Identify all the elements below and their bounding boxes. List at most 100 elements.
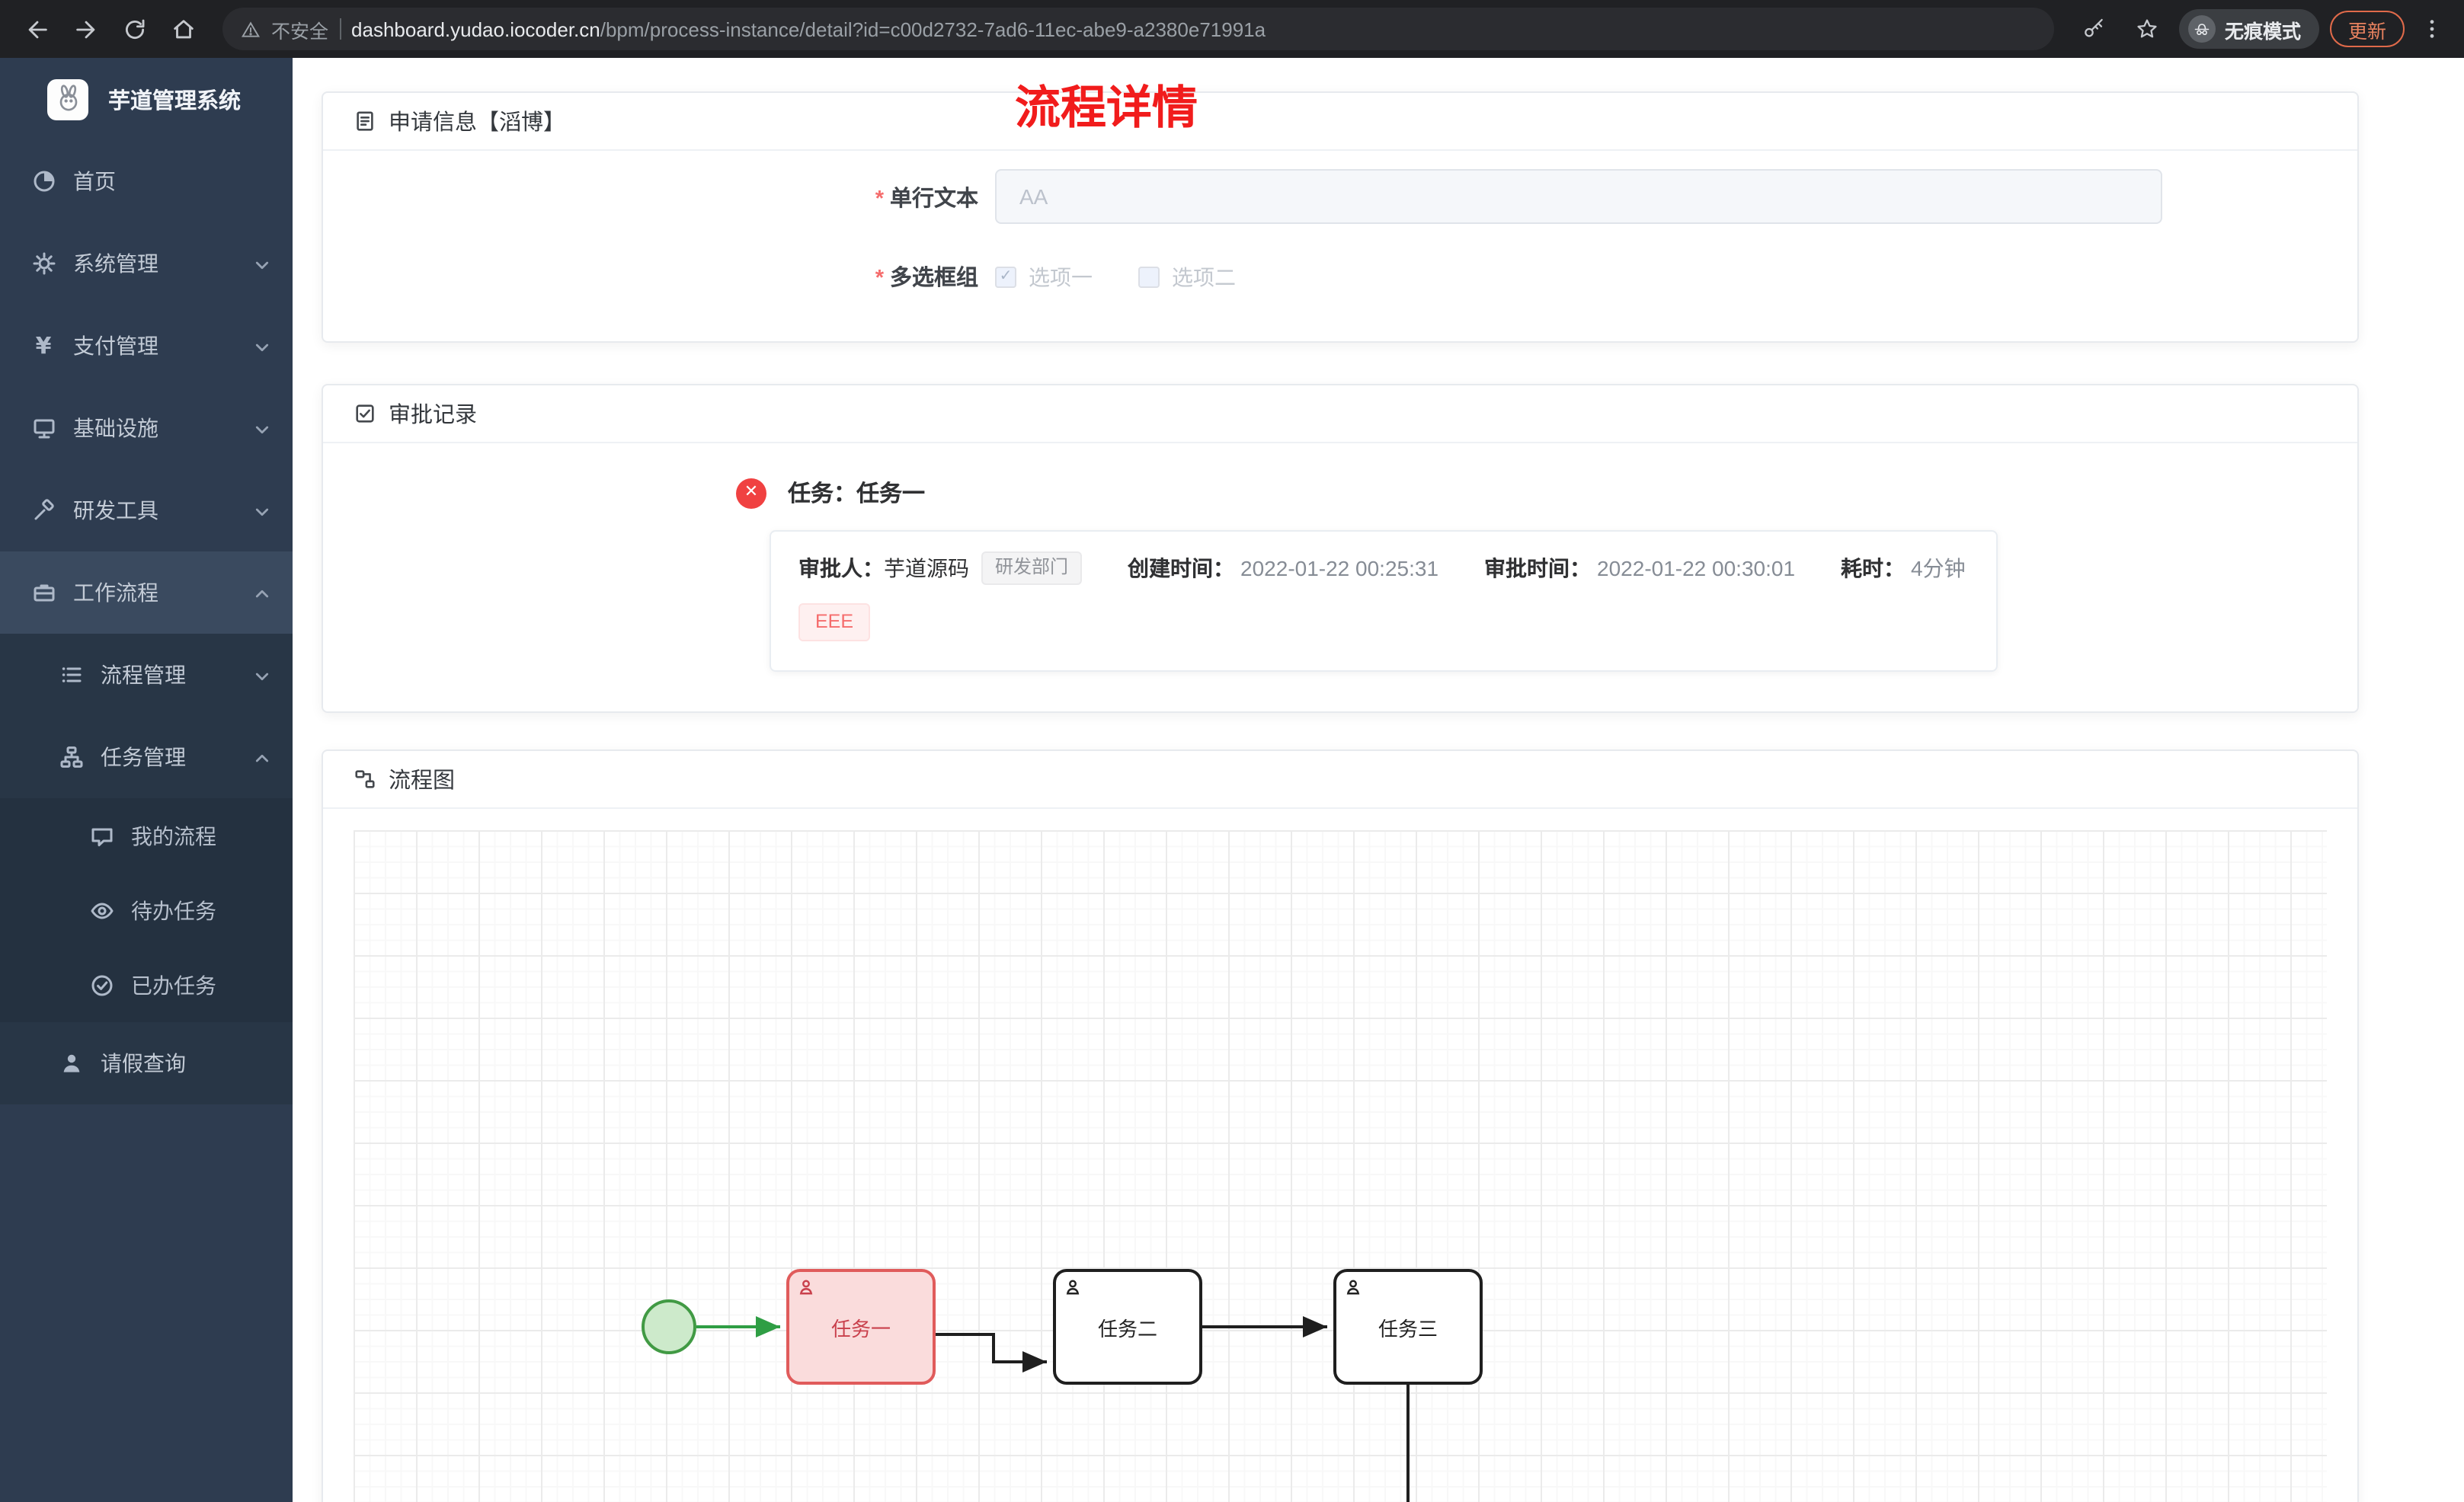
checkbox-option-2-label: 选项二 <box>1172 264 1236 289</box>
flowchart-icon <box>355 770 375 788</box>
chevron-up-icon <box>253 748 271 766</box>
gear-icon <box>30 251 56 276</box>
key-icon <box>2085 18 2103 37</box>
sidebar-item-label: 请假查询 <box>101 1051 186 1075</box>
chat-bubble-icon <box>88 823 114 848</box>
document-icon <box>357 111 373 131</box>
process-diagram-card-title: 流程图 <box>389 769 455 794</box>
sidebar-item-label: 已办任务 <box>131 973 216 997</box>
sidebar-item-label: 系统管理 <box>73 251 158 276</box>
app-logo-icon <box>47 78 88 120</box>
url-text: dashboard.yudao.iocoder.cn/bpm/process-i… <box>351 18 1266 40</box>
monitor-icon <box>30 415 56 441</box>
briefcase-icon <box>30 580 56 606</box>
sidebar-item-label: 首页 <box>73 169 116 193</box>
sidebar-item-todo-tasks[interactable]: 待办任务 <box>0 873 293 948</box>
page-title: 流程详情 <box>1015 84 1198 134</box>
incognito-label: 无痕模式 <box>2224 21 2301 42</box>
created-time-group: 创建时间： 2022-01-22 00:25:31 <box>1128 553 1438 583</box>
approval-detail-box: 审批人： 芋道源码 研发部门 创建时间： 2022-01-22 00:25:31… <box>770 530 1998 672</box>
task-node-2[interactable]: 任务二 <box>1053 1269 1202 1385</box>
bookmark-star-button[interactable] <box>2126 8 2168 50</box>
password-key-button[interactable] <box>2072 8 2115 50</box>
sidebar-item-infrastructure[interactable]: 基础设施 <box>0 387 293 469</box>
check-circle-icon <box>88 972 114 998</box>
user-task-icon <box>1344 1278 1362 1296</box>
record-check-icon <box>356 404 374 423</box>
bpmn-canvas[interactable]: 任务一 任务二 任务三 <box>354 830 2327 1502</box>
sidebar-item-workflow[interactable]: 工作流程 <box>0 551 293 634</box>
sidebar-item-label: 支付管理 <box>73 334 158 358</box>
duration-label: 耗时： <box>1841 555 1906 580</box>
sidebar-item-my-processes[interactable]: 我的流程 <box>0 798 293 873</box>
reload-button[interactable] <box>113 8 155 50</box>
chevron-down-icon <box>253 666 271 684</box>
back-arrow-icon <box>27 20 46 38</box>
sidebar-item-dev-tools[interactable]: 研发工具 <box>0 469 293 551</box>
approval-records-card-header: 审批记录 <box>323 385 2357 443</box>
browser-update-button[interactable]: 更新 <box>2329 11 2405 47</box>
forward-button[interactable] <box>64 8 107 50</box>
url-host: dashboard.yudao.iocoder.cn <box>351 18 600 40</box>
task-node-1[interactable]: 任务一 <box>786 1269 936 1385</box>
timeline-entry: ✕ 任务：任务一 <box>736 477 925 509</box>
back-button[interactable] <box>15 8 58 50</box>
eye-icon <box>88 897 114 923</box>
approved-label: 审批时间： <box>1484 555 1592 580</box>
approver-label: 审批人： <box>798 555 884 580</box>
sidebar-item-leave-query[interactable]: 请假查询 <box>0 1022 293 1104</box>
tools-icon <box>30 497 56 523</box>
app-logo-header[interactable]: 芋道管理系统 <box>0 58 293 140</box>
home-button[interactable] <box>162 8 204 50</box>
checkbox-option-1-label: 选项一 <box>1029 264 1093 289</box>
chevron-down-icon <box>253 254 271 273</box>
sidebar-item-process-management[interactable]: 流程管理 <box>0 634 293 716</box>
chevron-down-icon <box>253 419 271 437</box>
kebab-menu-icon <box>2430 20 2434 38</box>
sidebar-item-system-management[interactable]: 系统管理 <box>0 222 293 305</box>
form-row-text: *单行文本 <box>323 169 2357 224</box>
task-node-label: 任务二 <box>1097 1317 1157 1340</box>
chevron-down-icon <box>253 501 271 519</box>
browser-menu-button[interactable] <box>2415 9 2449 49</box>
url-path: /bpm/process-instance/detail?id=c00d2732… <box>600 18 1266 40</box>
task-node-3[interactable]: 任务三 <box>1333 1269 1483 1385</box>
approved-time-group: 审批时间： 2022-01-22 00:30:01 <box>1484 553 1795 583</box>
dashboard-icon <box>30 168 56 194</box>
sidebar-item-label: 任务管理 <box>101 745 186 769</box>
error-circle-icon: ✕ <box>736 478 766 508</box>
sidebar-item-home[interactable]: 首页 <box>0 140 293 222</box>
process-diagram-card-header: 流程图 <box>323 751 2357 809</box>
sidebar-item-done-tasks[interactable]: 已办任务 <box>0 948 293 1022</box>
sidebar-item-label: 研发工具 <box>73 498 158 523</box>
app-title: 芋道管理系统 <box>108 89 241 113</box>
created-time: 2022-01-22 00:25:31 <box>1240 555 1439 580</box>
yen-icon: ¥ <box>35 332 52 360</box>
single-line-text-input <box>995 169 2162 224</box>
person-icon <box>58 1050 84 1076</box>
required-asterisk: * <box>875 267 884 291</box>
sidebar-item-label: 基础设施 <box>73 416 158 440</box>
checkbox-unchecked-icon <box>1138 266 1160 287</box>
reload-icon <box>125 18 144 39</box>
address-bar[interactable]: 不安全 dashboard.yudao.iocoder.cn/bpm/proce… <box>222 8 2054 50</box>
duration-group: 耗时： 4分钟 <box>1841 553 1966 583</box>
approved-time: 2022-01-22 00:30:01 <box>1597 555 1796 580</box>
task-node-label: 任务一 <box>830 1317 891 1340</box>
flow-task1-to-task2 <box>936 1333 1047 1373</box>
checkbox-option-2: 选项二 <box>1138 261 1236 292</box>
user-task-icon <box>1064 1278 1082 1296</box>
start-event-node[interactable] <box>642 1299 696 1354</box>
sidebar-item-task-management[interactable]: 任务管理 <box>0 716 293 798</box>
list-icon <box>58 662 84 688</box>
sidebar-item-payment-management[interactable]: ¥ 支付管理 <box>0 305 293 387</box>
approver-name: 芋道源码 <box>884 555 969 580</box>
chevron-down-icon <box>253 337 271 355</box>
apply-info-card-title: 申请信息【滔博】 <box>389 111 565 136</box>
bpmn-connectors <box>696 1316 1410 1502</box>
form-row-checkbox: *多选框组 ✓ 选项一 选项二 <box>323 260 2357 292</box>
approval-meta-line: 审批人： 芋道源码 研发部门 创建时间： 2022-01-22 00:25:31… <box>798 551 1969 585</box>
duration-value: 4分钟 <box>1911 555 1966 580</box>
